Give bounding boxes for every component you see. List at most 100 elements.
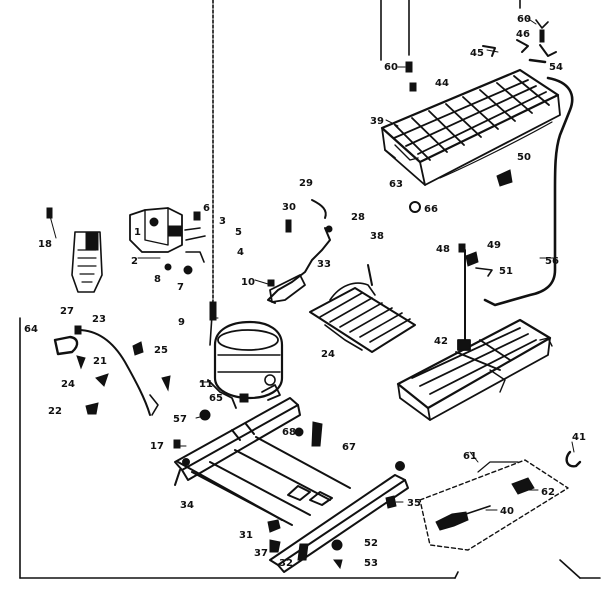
base-hardware	[173, 421, 397, 570]
callout-c24a: 24	[61, 379, 75, 390]
screw-icon	[173, 439, 181, 449]
grommet-icon	[85, 402, 99, 415]
callout-c44: 44	[435, 78, 449, 89]
callout-c42: 42	[434, 336, 448, 347]
callout-c7: 7	[177, 282, 184, 293]
clamp-icon	[516, 39, 529, 53]
top-fittings	[405, 19, 557, 92]
callout-c51: 51	[499, 266, 513, 277]
grommet-icon	[294, 427, 304, 437]
cord-plug-icon	[53, 335, 79, 356]
callout-c30: 30	[282, 202, 296, 213]
callout-c61: 61	[463, 451, 477, 462]
callout-c66: 66	[424, 204, 438, 215]
power-cord	[77, 329, 151, 416]
callout-c50: 50	[517, 152, 531, 163]
screw-icon	[409, 82, 417, 92]
heater-clip-icon	[496, 169, 513, 187]
evaporator-hardware	[409, 169, 513, 213]
callout-c6: 6	[203, 203, 210, 214]
clip-icon	[535, 19, 549, 29]
callout-c10: 10	[241, 277, 255, 288]
timer-bracket	[267, 199, 333, 304]
wire-icon	[475, 267, 493, 277]
base-frame	[174, 397, 409, 573]
condenser-coil	[309, 264, 416, 353]
callout-c37: 37	[254, 548, 268, 559]
screw-icon	[311, 421, 323, 447]
callout-c8: 8	[154, 274, 161, 285]
callout-c65: 65	[209, 393, 223, 404]
callout-c60b: 60	[384, 62, 398, 73]
thermostat-tube	[458, 243, 493, 346]
screw-icon	[209, 301, 217, 321]
callout-c48: 48	[436, 244, 450, 255]
callout-c41: 41	[572, 432, 586, 443]
control-housing-icon	[71, 231, 103, 293]
callout-c54: 54	[549, 62, 563, 73]
callout-c2: 2	[131, 256, 138, 267]
callout-c45: 45	[470, 48, 484, 59]
callout-c62: 62	[541, 487, 555, 498]
callout-c4: 4	[237, 247, 244, 258]
leader-lines	[49, 17, 575, 511]
callout-c17: 17	[150, 441, 164, 452]
callout-c25: 25	[154, 345, 168, 356]
callout-c21: 21	[93, 356, 107, 367]
callout-c33: 33	[317, 259, 331, 270]
relay-box-icon	[129, 207, 183, 253]
callout-c23: 23	[92, 314, 106, 325]
splice-connector-icon	[511, 477, 535, 495]
callout-c67: 67	[342, 442, 356, 453]
callout-c35: 35	[407, 498, 421, 509]
screw-icon	[405, 61, 413, 73]
callout-c40: 40	[500, 506, 514, 517]
clip-icon	[311, 199, 327, 219]
screw-icon	[193, 211, 201, 221]
callout-c5: 5	[235, 227, 242, 238]
evaporator-coil	[380, 68, 561, 186]
relay-assembly	[129, 207, 206, 275]
cabinet-outline	[19, 0, 601, 579]
screw-icon	[285, 219, 292, 233]
clip-icon	[539, 44, 557, 57]
callout-c38: 38	[370, 231, 384, 242]
damper-control	[46, 207, 103, 293]
callout-c52: 52	[364, 538, 378, 549]
bracket-icon	[482, 45, 496, 57]
callout-c64: 64	[24, 324, 38, 335]
callout-c31: 31	[239, 530, 253, 541]
callout-c27: 27	[60, 306, 74, 317]
callout-c56: 56	[545, 256, 559, 267]
callout-c68: 68	[282, 427, 296, 438]
wire-lead-icon	[185, 251, 205, 263]
callout-c22: 22	[48, 406, 62, 417]
callout-c28: 28	[351, 212, 365, 223]
kit-61-box	[419, 459, 569, 551]
screw-icon	[46, 207, 53, 219]
clip-icon	[465, 251, 479, 267]
callout-c9: 9	[178, 317, 185, 328]
callout-c1: 1	[134, 227, 141, 238]
screw-icon	[458, 243, 466, 253]
callout-c29: 29	[299, 178, 313, 189]
callout-c3: 3	[219, 216, 226, 227]
grommet-icon	[199, 409, 211, 421]
callout-c24b: 24	[321, 349, 335, 360]
terminal-icon	[183, 265, 193, 275]
compressor-body-icon	[213, 320, 284, 400]
callout-c39: 39	[370, 116, 384, 127]
callout-c63: 63	[389, 179, 403, 190]
screw-icon	[539, 29, 545, 43]
callout-c57: 57	[173, 414, 187, 425]
callout-c11: 11	[199, 379, 213, 390]
wire-connector-icon	[435, 511, 469, 531]
refrigerant-tubing	[483, 58, 574, 307]
callout-c32: 32	[279, 558, 293, 569]
callout-c49: 49	[487, 240, 501, 251]
callout-c18: 18	[38, 239, 52, 250]
compressor	[149, 301, 284, 421]
